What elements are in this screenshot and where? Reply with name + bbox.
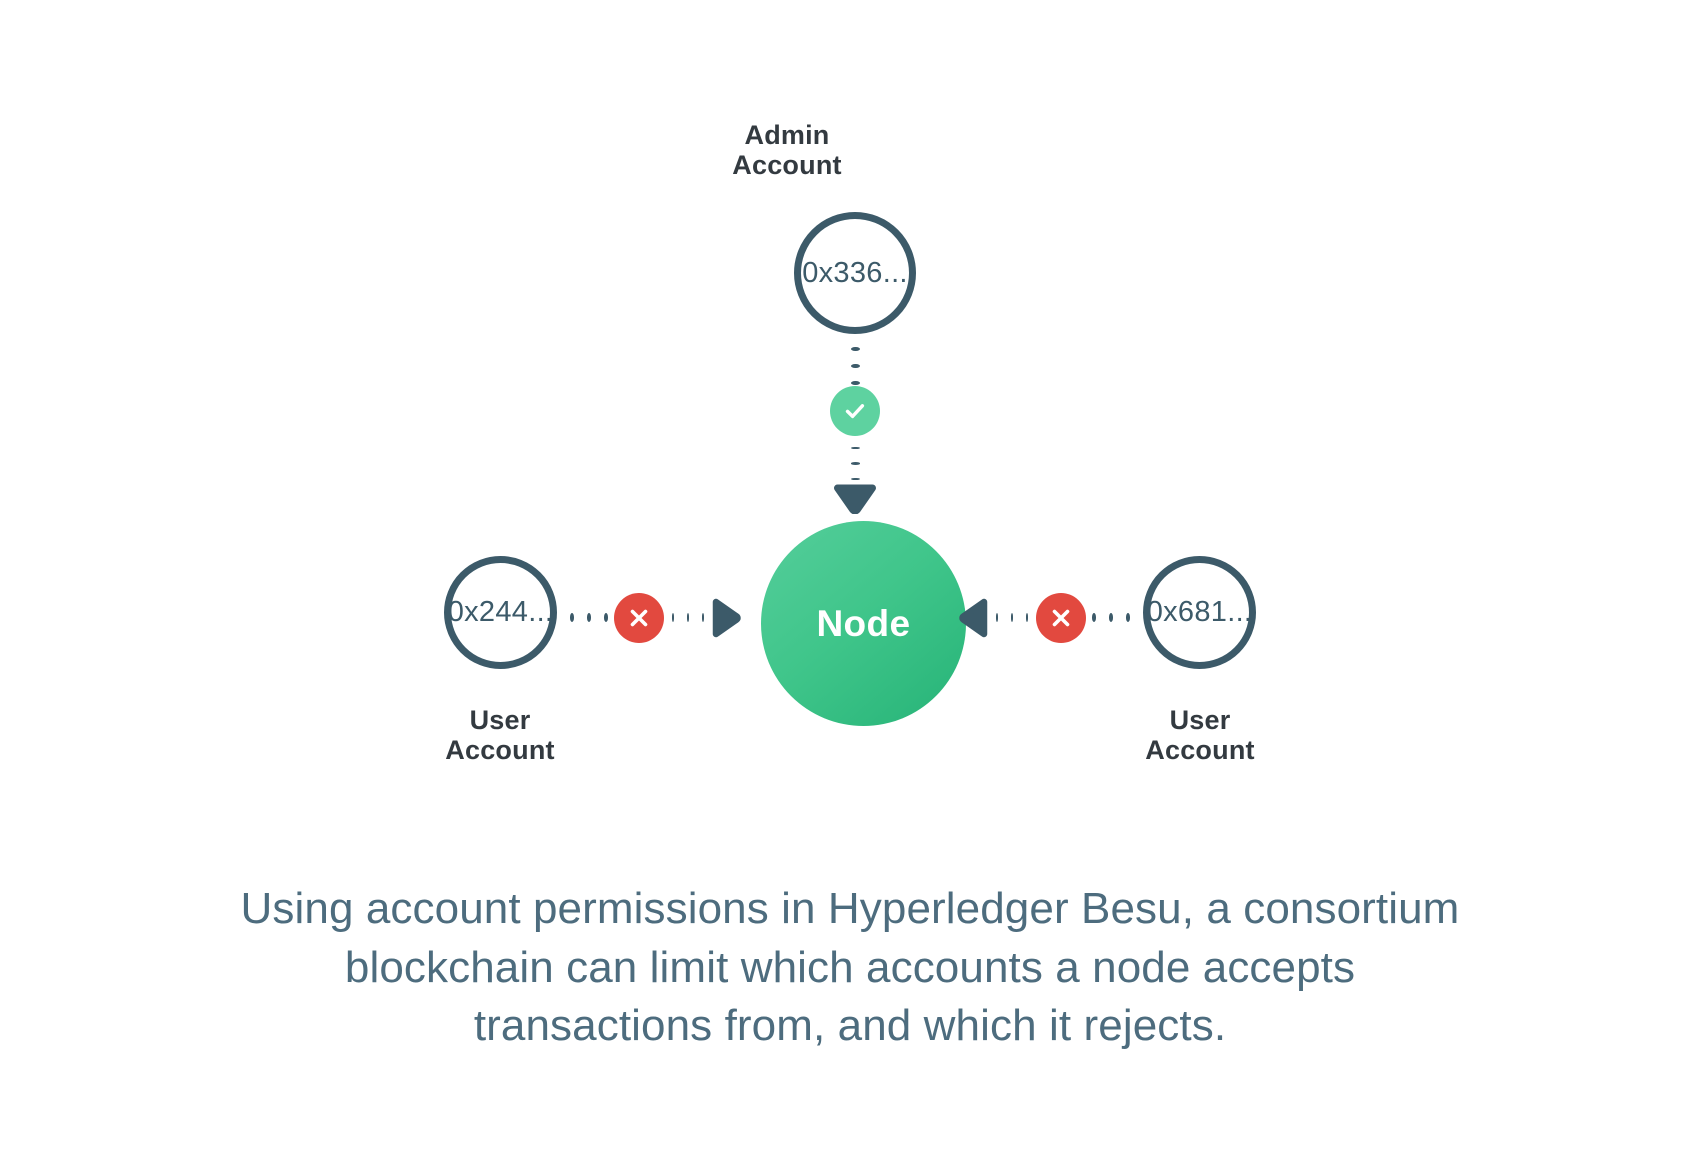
user-right-to-node-arrowhead	[959, 597, 989, 639]
user-right-account-label: User Account	[1145, 705, 1255, 766]
diagram-caption: Using account permissions in Hyperledger…	[240, 884, 1460, 1051]
connector-dot	[1108, 613, 1114, 622]
node-label: Node	[816, 602, 911, 644]
connector-dot	[851, 346, 860, 351]
connector-dot	[686, 613, 690, 622]
connector-dot	[851, 363, 860, 369]
connector-dot	[1091, 613, 1096, 622]
connector-dot	[1126, 613, 1131, 622]
x-icon	[630, 609, 648, 627]
connector-dot	[851, 381, 860, 386]
connector-dot	[702, 613, 705, 622]
user-left-account-circle[interactable]: 0x244...	[444, 556, 557, 669]
user-left-account-address: 0x244...	[447, 596, 554, 628]
user-right-connector-inner-dots	[1085, 613, 1137, 622]
connector-dot	[851, 462, 860, 465]
user-left-connector-outer-dots	[665, 613, 711, 622]
admin-account-label: Admin Account	[732, 120, 842, 181]
connector-dot	[1026, 613, 1029, 622]
connector-dot	[569, 613, 574, 622]
arrow-left-icon	[959, 598, 988, 638]
admin-connector-upper-dots	[851, 340, 860, 392]
connector-dot	[851, 446, 860, 449]
user-left-to-node-arrowhead	[711, 597, 741, 639]
user-left-account-label: User Account	[445, 705, 555, 766]
user-left-permission-deny-badge[interactable]	[614, 593, 664, 643]
admin-account-address: 0x336...	[802, 256, 908, 289]
arrow-right-icon	[712, 598, 741, 638]
user-right-account-circle[interactable]: 0x681...	[1143, 556, 1256, 669]
user-left-connector-inner-dots	[563, 613, 615, 622]
connector-dot	[586, 613, 592, 622]
admin-to-node-arrowhead	[833, 484, 877, 514]
admin-permission-allow-badge[interactable]	[830, 386, 880, 436]
connector-dot	[1010, 613, 1014, 622]
connector-dot	[851, 477, 860, 480]
check-icon	[845, 404, 865, 419]
arrow-down-icon	[834, 484, 876, 514]
user-right-account-address: 0x681...	[1146, 596, 1253, 628]
x-icon	[1052, 609, 1070, 627]
admin-account-circle[interactable]: 0x336...	[794, 212, 916, 334]
permissions-diagram: Admin Account 0x336...	[444, 120, 1256, 766]
node-circle[interactable]: Node	[761, 521, 966, 726]
user-right-permission-deny-badge[interactable]	[1036, 593, 1086, 643]
connector-dot	[604, 613, 609, 622]
connector-dot	[995, 613, 998, 622]
user-right-connector-outer-dots	[989, 613, 1035, 622]
connector-dot	[671, 613, 674, 622]
